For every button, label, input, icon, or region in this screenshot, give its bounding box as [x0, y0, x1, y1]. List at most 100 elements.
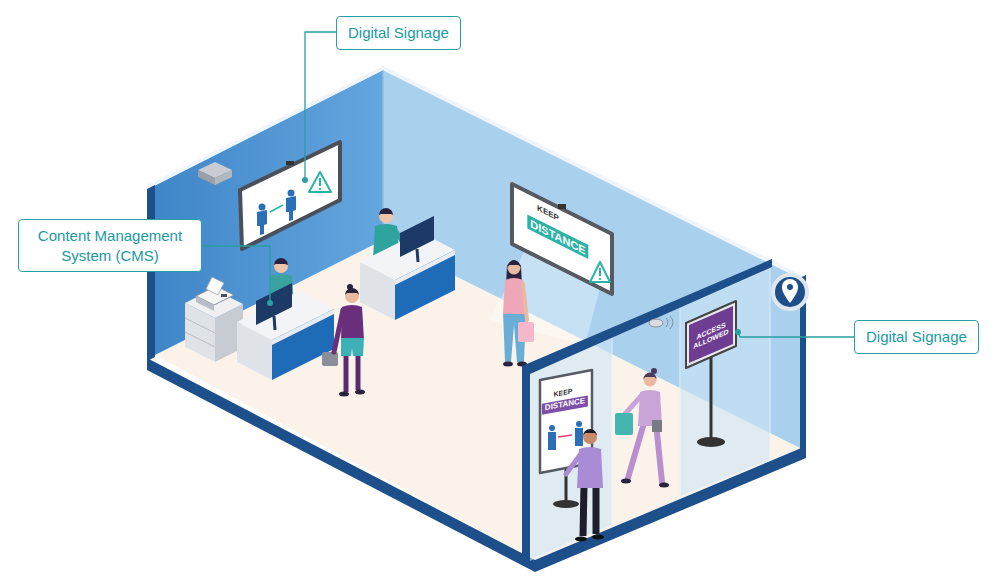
desk-side	[237, 322, 272, 380]
distance-arrow	[270, 205, 283, 212]
callout-box: Content Management System (CMS)	[18, 219, 202, 272]
glass-partition	[522, 259, 772, 563]
arm	[523, 284, 527, 320]
hair	[508, 261, 521, 268]
customer-person	[322, 284, 365, 397]
head	[508, 262, 521, 275]
shoe	[621, 479, 631, 484]
callout-box: Digital Signage	[336, 16, 461, 50]
pin-badge	[773, 275, 807, 309]
shoe	[355, 390, 365, 395]
hair	[379, 208, 393, 215]
hair	[274, 258, 288, 265]
person-icon-body	[286, 196, 296, 221]
drawer-line	[185, 332, 215, 347]
drawer-line	[185, 318, 215, 333]
person-icon-body	[575, 428, 583, 446]
head	[345, 289, 359, 303]
monitor-stand	[417, 249, 418, 262]
leader-dot	[302, 177, 308, 183]
sign-text: DISTANCE	[542, 396, 588, 415]
projector-side	[215, 170, 232, 185]
sensor-wave	[666, 316, 673, 329]
glass-panel	[530, 337, 612, 560]
desk-trim	[272, 309, 334, 345]
callout-text: Digital Signage	[348, 23, 449, 43]
person-icon-head	[288, 190, 295, 197]
printer-cabinet	[185, 277, 243, 362]
arm	[566, 455, 580, 474]
projector	[198, 162, 232, 185]
projector-side	[198, 170, 215, 185]
warning-mark	[319, 188, 321, 190]
visitor-person	[566, 429, 604, 542]
pin-hole	[787, 284, 793, 290]
stand-base	[697, 437, 725, 447]
leader-line	[738, 332, 870, 337]
callout-text: Content Management System (CMS)	[30, 226, 190, 265]
hair-bun	[347, 284, 353, 290]
desk-front	[272, 309, 334, 380]
desk-side	[360, 262, 395, 320]
stand-pole	[710, 355, 713, 440]
frame-pillar	[522, 366, 530, 563]
sign-stand	[686, 301, 736, 447]
sign-frame	[686, 301, 736, 368]
leader-lines	[170, 32, 870, 337]
printer-paper	[206, 277, 224, 295]
shoe	[503, 362, 513, 367]
shoe	[339, 392, 349, 397]
warning-mark	[319, 178, 321, 186]
wall-edge	[147, 185, 155, 361]
leader-dot	[267, 300, 273, 306]
screen-frame	[240, 142, 340, 249]
leg	[356, 354, 361, 390]
printer-panel	[221, 294, 227, 297]
door-sensor	[649, 319, 663, 327]
sign-text: ACCESS ALLOWED	[692, 319, 730, 351]
printer-front	[196, 296, 214, 311]
sign-panel	[689, 306, 733, 363]
leader-dot	[735, 329, 741, 335]
person-icon-body	[257, 210, 267, 235]
hair-bun	[651, 368, 657, 374]
torso	[341, 305, 364, 340]
leg	[593, 485, 600, 534]
arm	[625, 396, 641, 414]
monitor-stand	[274, 316, 275, 330]
camera	[558, 204, 566, 209]
camera	[286, 161, 294, 165]
shoe	[659, 483, 669, 488]
person-icon-head	[259, 204, 266, 211]
shopper-person	[503, 260, 534, 367]
wall-screen	[240, 142, 340, 249]
leader-line	[305, 32, 345, 180]
sign-text: KEEP	[551, 387, 574, 399]
bag	[322, 352, 338, 366]
warning-mark	[599, 268, 601, 276]
person-icon-head	[549, 425, 555, 431]
desk	[360, 216, 455, 320]
head	[274, 259, 288, 273]
desk-trim	[395, 250, 455, 285]
screen-frame	[512, 184, 612, 294]
shopper-person	[615, 368, 669, 488]
desk	[237, 283, 334, 380]
floor-edge	[147, 358, 535, 572]
warning-mark	[599, 278, 601, 280]
warning-triangle	[590, 262, 610, 282]
leg	[344, 354, 349, 392]
callout-text: Digital Signage	[866, 327, 967, 347]
frame-beam	[522, 259, 772, 374]
callout-box: Digital Signage	[854, 320, 979, 354]
hair	[583, 429, 597, 436]
warning-triangle	[309, 172, 331, 192]
location-pin	[773, 275, 807, 309]
distance-arrow	[558, 435, 572, 437]
head	[644, 374, 657, 387]
bag	[518, 322, 534, 342]
shoe	[575, 537, 587, 542]
